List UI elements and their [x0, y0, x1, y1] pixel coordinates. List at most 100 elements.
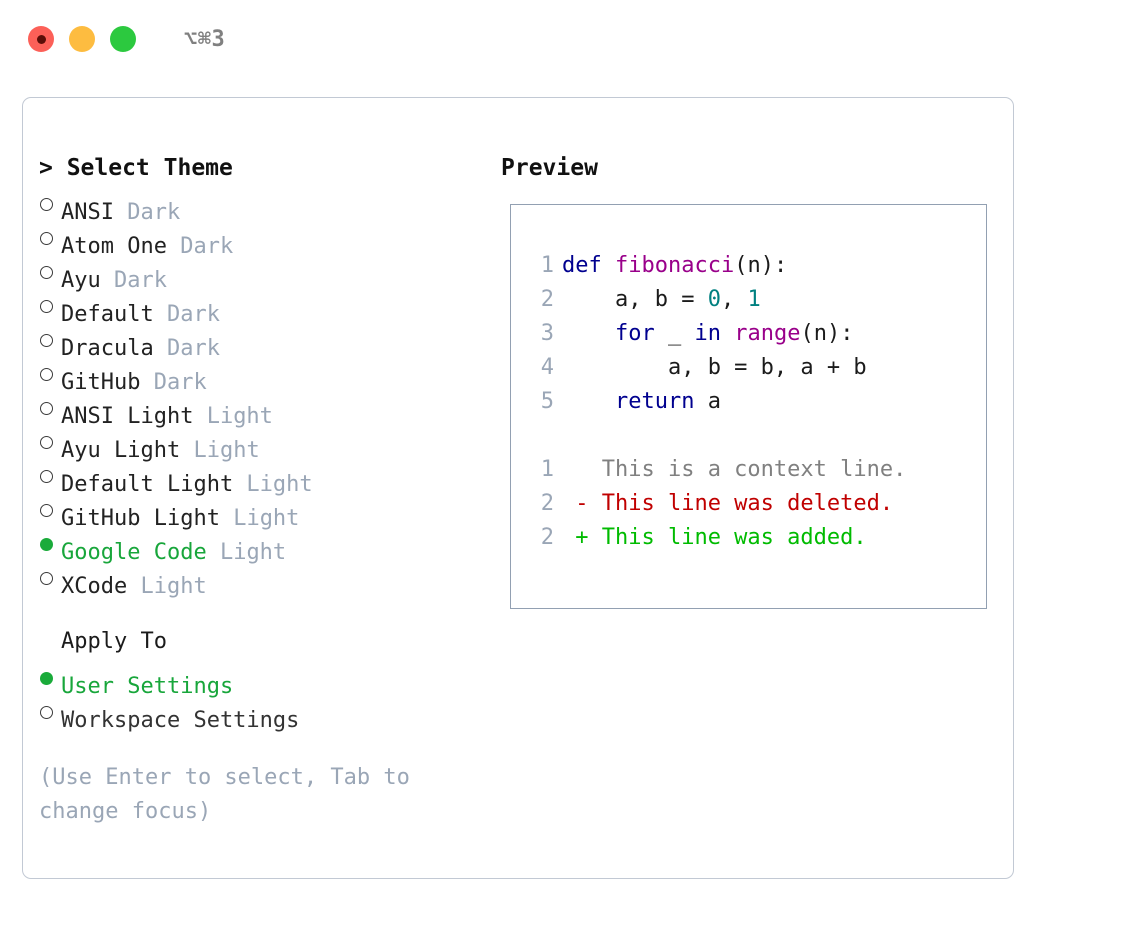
radio-unselected-icon[interactable] — [39, 423, 61, 457]
theme-option-row[interactable]: Google Code Light — [39, 525, 479, 565]
theme-option-row[interactable]: ANSI Dark — [39, 185, 479, 225]
apply-to-option-label: Workspace Settings — [61, 708, 300, 733]
code-blank-line — [528, 419, 986, 453]
code-line: 5 return a — [528, 385, 986, 419]
code-line: 3 for _ in range(n): — [528, 317, 986, 351]
theme-option-label: ANSI — [61, 200, 114, 225]
theme-option-label: XCode — [61, 574, 128, 599]
radio-unselected-icon[interactable] — [39, 389, 61, 423]
theme-option-label: Default Light — [61, 472, 234, 497]
theme-option-label: Dracula — [61, 336, 154, 361]
theme-option-label: Default — [61, 302, 154, 327]
code-line: 4 a, b = b, a + b — [528, 351, 986, 385]
keyboard-hint-text: (Use Enter to select, Tab to change focu… — [39, 765, 410, 824]
theme-variant-tag: Light — [219, 506, 300, 531]
title-bar: ⌥⌘3 — [0, 0, 1140, 78]
radio-unselected-icon[interactable] — [39, 321, 61, 355]
theme-option-row[interactable]: Default Dark — [39, 287, 479, 327]
radio-unselected-icon[interactable] — [39, 457, 61, 491]
code-token: This is a context line. — [562, 457, 907, 482]
code-line-number: 1 — [540, 253, 554, 278]
theme-variant-tag: Dark — [113, 200, 181, 225]
theme-variant-tag: Light — [180, 438, 260, 463]
code-token: a, b = — [562, 287, 708, 312]
radio-selected-icon[interactable] — [39, 659, 61, 693]
code-token: + This line was added. — [562, 525, 867, 550]
keyboard-shortcut-label: ⌥⌘3 — [184, 26, 226, 52]
apply-to-option-row[interactable]: User Settings — [39, 659, 479, 699]
theme-option-label: ANSI Light — [61, 404, 194, 429]
theme-option-label: Ayu — [61, 268, 101, 293]
code-token: (n): — [800, 321, 854, 346]
theme-option-row[interactable]: Ayu Dark — [39, 253, 479, 293]
radio-unselected-icon[interactable] — [39, 219, 61, 253]
code-line-number: 3 — [540, 321, 554, 346]
theme-variant-tag: Light — [233, 472, 313, 497]
theme-option-row[interactable]: GitHub Light Light — [39, 491, 479, 531]
code-line-number: 4 — [540, 355, 554, 380]
close-button[interactable] — [28, 26, 54, 52]
apply-to-option-row[interactable]: Workspace Settings — [39, 693, 479, 733]
theme-option-label: Google Code — [61, 540, 207, 565]
code-line-number: 1 — [540, 457, 554, 482]
code-token: for — [562, 321, 655, 346]
code-line-number: 5 — [540, 389, 554, 414]
minimize-button[interactable] — [69, 26, 95, 52]
preview-heading: Preview — [501, 155, 598, 181]
theme-variant-tag: Light — [193, 404, 273, 429]
code-token: (n): — [734, 253, 788, 278]
select-theme-heading: > Select Theme — [39, 155, 233, 181]
code-token: in — [694, 321, 721, 346]
radio-unselected-icon[interactable] — [39, 253, 61, 287]
radio-selected-icon[interactable] — [39, 525, 61, 559]
theme-option-label: Atom One — [61, 234, 167, 259]
code-line: 2 + This line was added. — [528, 521, 986, 555]
theme-option-label: Ayu Light — [61, 438, 181, 463]
theme-option-row[interactable]: Default Light Light — [39, 457, 479, 497]
theme-variant-tag: Light — [127, 574, 207, 599]
code-token: range — [734, 321, 801, 346]
code-token: return — [562, 389, 695, 414]
radio-unselected-icon[interactable] — [39, 491, 61, 525]
code-line-number: 2 — [540, 491, 554, 516]
radio-unselected-icon[interactable] — [39, 287, 61, 321]
code-line-number: 2 — [540, 525, 554, 550]
theme-option-row[interactable]: GitHub Dark — [39, 355, 479, 395]
code-line: 1 This is a context line. — [528, 453, 986, 487]
preview-panel: Preview — [501, 151, 991, 185]
theme-option-label: GitHub — [61, 370, 141, 395]
code-line: 2 a, b = 0, 1 — [528, 283, 986, 317]
theme-option-row[interactable]: XCode Light — [39, 559, 479, 599]
theme-variant-tag: Dark — [100, 268, 167, 293]
code-token: 1 — [747, 287, 761, 312]
radio-unselected-icon[interactable] — [39, 355, 61, 389]
code-line-number: 2 — [540, 287, 554, 312]
theme-option-row[interactable]: Ayu Light Light — [39, 423, 479, 463]
radio-unselected-icon[interactable] — [39, 559, 61, 593]
maximize-button[interactable] — [110, 26, 136, 52]
theme-option-row[interactable]: Atom One Dark — [39, 219, 479, 259]
apply-to-option-label: User Settings — [61, 674, 234, 699]
radio-unselected-icon[interactable] — [39, 185, 61, 219]
code-token: 0 — [707, 287, 721, 312]
theme-variant-tag: Light — [206, 540, 287, 565]
theme-option-row[interactable]: Dracula Dark — [39, 321, 479, 361]
theme-variant-tag: Dark — [153, 302, 220, 327]
code-token: - This line was deleted. — [562, 491, 894, 516]
theme-variant-tag: Dark — [166, 234, 234, 259]
code-token: a — [694, 389, 721, 414]
radio-unselected-icon[interactable] — [39, 693, 61, 727]
apply-to-heading: Apply To — [61, 629, 167, 654]
theme-option-row[interactable]: ANSI Light Light — [39, 389, 479, 429]
code-token: a, b = b, a + b — [562, 355, 867, 380]
code-token — [721, 321, 734, 346]
